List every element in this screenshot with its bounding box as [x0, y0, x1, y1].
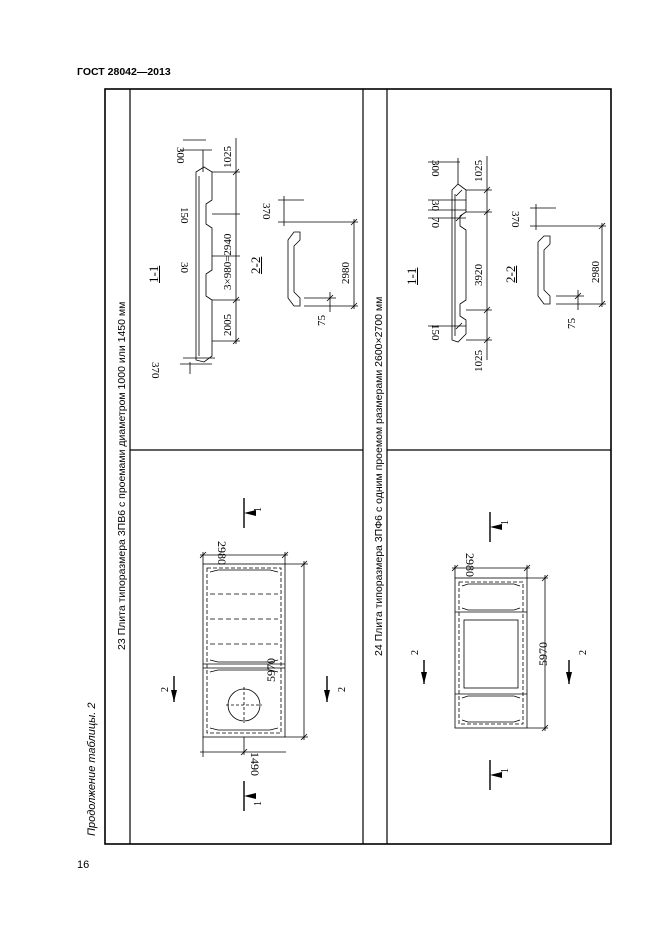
section-24-dim-3920: 3920: [473, 264, 485, 286]
section-24-dim-300: 300: [429, 160, 441, 177]
section-23-dim-300: 300: [174, 147, 186, 164]
section-23-1-1-label: 1-1: [146, 265, 161, 283]
document-header: ГОСТ 28042—2013: [77, 66, 171, 78]
plan-24-section-1-bottom: 1: [500, 768, 511, 773]
plan-24-width: 2980: [463, 553, 477, 577]
section-23-dim-2940: 3×980=2940: [222, 233, 234, 290]
section-2-2-24: [530, 204, 606, 310]
plan-24-section-1-top: 1: [500, 520, 511, 525]
section-24-dim-30: 30: [429, 200, 441, 211]
section-23-dim-1025: 1025: [222, 146, 234, 168]
section-24-dim-70: 70: [429, 217, 441, 228]
section-23-2-2-label: 2-2: [248, 256, 263, 274]
section-24-2-2-dim-370: 370: [509, 211, 521, 228]
section-24-2-2-dim-75: 75: [566, 318, 578, 329]
plan-24: [423, 512, 570, 790]
plan-23-section-2-right: 2: [337, 687, 348, 692]
plan-24-length: 5970: [536, 642, 550, 666]
plan-23: [173, 498, 328, 811]
section-23-dim-2005: 2005: [222, 314, 234, 336]
plan-23-width: 2980: [215, 541, 229, 565]
section-24-dim-1025-bottom: 1025: [473, 350, 485, 372]
section-24-dim-150: 150: [429, 324, 441, 341]
plan-24-section-2-right: 2: [578, 650, 589, 655]
section-24-dim-1025-top: 1025: [473, 160, 485, 182]
section-23-dim-30: 30: [178, 262, 190, 273]
section-24-1-1-label: 1-1: [404, 267, 419, 285]
section-1-1-24: [428, 156, 492, 360]
plan-23-section-1-top: 1: [253, 507, 264, 512]
plan-24-section-2-left: 2: [410, 650, 421, 655]
section-23-2-2-dim-75: 75: [316, 315, 328, 326]
plan-23-section-1-bottom: 1: [253, 801, 264, 806]
table-frame: [104, 88, 612, 845]
section-24-2-2-dim-2980: 2980: [590, 261, 602, 283]
plan-23-section-2-left: 2: [160, 687, 171, 692]
section-23-2-2-dim-2980: 2980: [340, 262, 352, 284]
section-1-1-23: [180, 138, 240, 374]
section-23-dim-150: 150: [178, 207, 190, 224]
plan-23-length: 5970: [264, 658, 278, 682]
section-2-2-23: [278, 196, 358, 312]
row-24-title: 24 Плита типоразмера 3ПФ6 с одним проемо…: [373, 296, 385, 656]
plan-23-opening-offset: 1490: [248, 752, 262, 776]
row-23-title: 23 Плита типоразмера 3ПВ6 с проемами диа…: [116, 301, 128, 650]
page-number: 16: [77, 859, 90, 871]
section-23-2-2-dim-370: 370: [260, 203, 272, 220]
section-23-dim-370: 370: [149, 362, 161, 379]
section-24-2-2-label: 2-2: [503, 265, 518, 283]
